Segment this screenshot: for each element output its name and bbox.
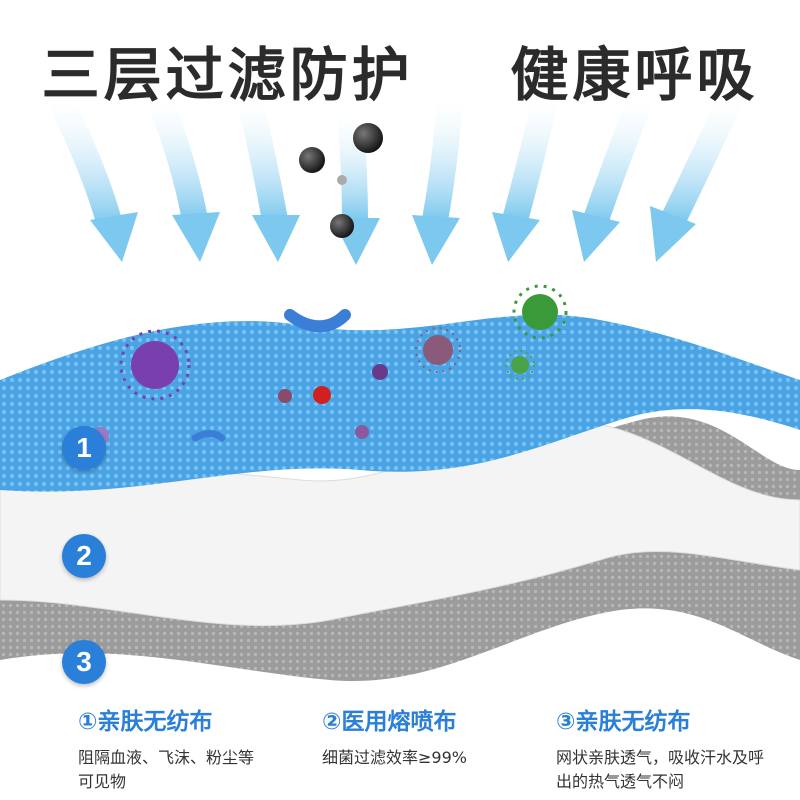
layer-2-caption: ②医用熔喷布 细菌过滤效率≥99% xyxy=(322,702,572,770)
virus-icon xyxy=(505,350,535,380)
airflow-arrow-icon xyxy=(572,95,653,262)
virus-icon xyxy=(415,327,461,373)
airflow-arrow-icon xyxy=(650,94,742,262)
bacteria-icon xyxy=(284,309,351,333)
dust-particles xyxy=(299,123,383,238)
dust-particle-icon xyxy=(353,123,383,153)
layer-3-description: 网状亲肤透气，吸收汗水及呼出的热气透气不闷 xyxy=(556,748,765,791)
layer-3-title: ③亲肤无纺布 xyxy=(556,709,691,735)
dust-particle-icon xyxy=(337,175,347,185)
page-title: 三层过滤防护 健康呼吸 xyxy=(41,41,759,109)
layer-2-badge: 2 xyxy=(62,534,106,578)
bacteria-icon xyxy=(191,430,226,442)
layer-1-fabric xyxy=(0,314,800,492)
airflow-arrow-icon xyxy=(147,95,220,262)
dust-particle-icon xyxy=(330,214,354,238)
layer-2-title: ②医用熔喷布 xyxy=(322,709,457,735)
virus-icon xyxy=(372,364,388,380)
virus-icon xyxy=(512,284,568,340)
airflow-arrow-icon xyxy=(492,97,558,262)
dust-particle-icon xyxy=(299,147,325,173)
layer-1-description: 阻隔血液、飞沫、粉尘等可见物 xyxy=(78,748,255,791)
layer-3-caption: ③亲肤无纺布 网状亲肤透气，吸收汗水及呼出的热气透气不闷 xyxy=(556,702,776,794)
virus-icon xyxy=(119,329,191,401)
airflow-arrow-icon xyxy=(237,97,300,262)
layer-1-badge: 1 xyxy=(62,426,106,470)
virus-icon xyxy=(355,425,369,439)
virus-icon xyxy=(313,386,331,404)
filter-layers-illustration xyxy=(0,94,800,682)
layer-3-badge: 3 xyxy=(62,640,106,684)
layer-1-title: ①亲肤无纺布 xyxy=(78,709,213,735)
layer-2-description: 细菌过滤效率≥99% xyxy=(322,748,467,767)
airflow-arrows xyxy=(48,94,742,265)
airflow-arrow-icon xyxy=(412,99,463,265)
virus-icon xyxy=(278,389,292,403)
layer-1-caption: ①亲肤无纺布 阻隔血液、飞沫、粉尘等可见物 xyxy=(78,702,328,794)
airflow-arrow-icon xyxy=(48,94,138,262)
